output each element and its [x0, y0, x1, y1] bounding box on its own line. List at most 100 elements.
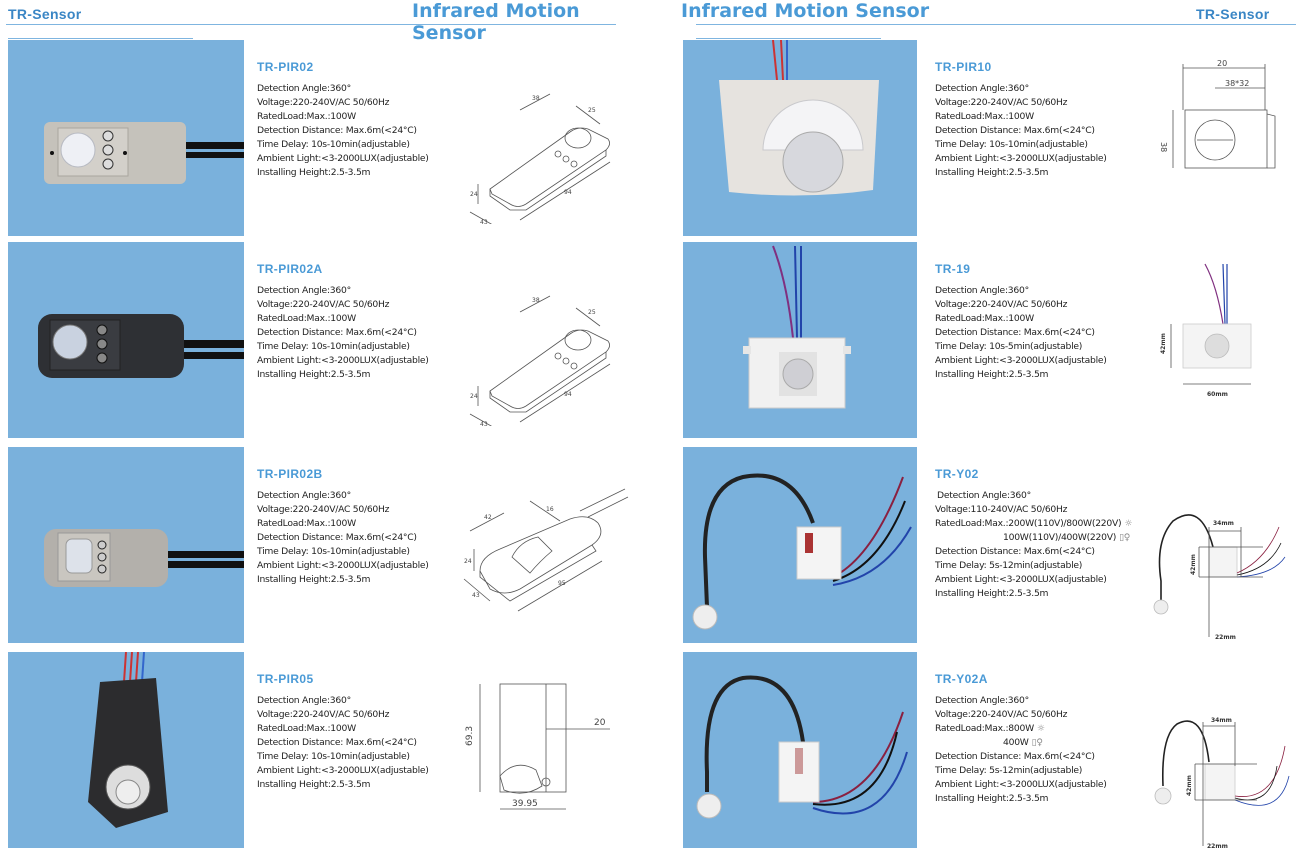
spec-line: Time Delay: 5s-12min(adjustable) [935, 560, 1083, 571]
dim-label: 38*32 [1225, 79, 1249, 88]
dim-label: 34mm [1211, 717, 1232, 724]
product-photo [8, 447, 244, 643]
rated-load-text: 100W(110V)/400W(220V) [1003, 532, 1117, 543]
spec-line: Detection Angle:360° [257, 695, 351, 706]
dim-label: 24 [470, 191, 478, 198]
spec-line: Installing Height:2.5-3.5m [935, 167, 1049, 178]
dim-label: 43 [472, 592, 480, 599]
dim-label: 24 [464, 558, 472, 565]
spec-line: Voltage:220-240V/AC 50/60Hz [935, 299, 1068, 310]
product-row: TR-19 Detection Angle:360° Voltage:220-2… [670, 242, 1310, 438]
spec-line: Ambient Light:<3-2000LUX(adjustable) [257, 355, 429, 366]
spec-line: Detection Angle:360° [935, 83, 1029, 94]
dim-label: 42 [484, 514, 492, 521]
left-page: TR-Sensor Infrared Motion Sensor TR-PIR0… [0, 0, 640, 857]
dimension-drawing: 38 25 24 43 94 [460, 256, 630, 432]
spec-line: Detection Angle:360° [257, 490, 351, 501]
product-photo [8, 40, 244, 236]
dim-label: 43 [480, 219, 488, 224]
spec-line: Detection Distance: Max.6m(<24°C) [257, 125, 417, 136]
dim-label: 38 [1159, 142, 1168, 152]
dim-label: 94 [564, 189, 572, 196]
spec-line: Time Delay: 5s-12min(adjustable) [935, 765, 1083, 776]
dim-label: 22mm [1207, 843, 1228, 850]
spec-line: 100W(110V)/400W(220V)▯♀ [935, 531, 1135, 545]
spec-line: Detection Angle:360° [935, 285, 1029, 296]
spec-line: RatedLoad:Max.:100W [935, 313, 1034, 324]
rated-load-text: 400W [1003, 737, 1029, 748]
spec-line: Installing Height:2.5-3.5m [257, 167, 371, 178]
product-photo [683, 447, 917, 643]
sensor-image-pir05 [88, 652, 168, 828]
spec-line: 400W▯♀ [935, 736, 1135, 750]
spec-line: Time Delay: 10s-10min(adjustable) [257, 341, 410, 352]
model-name: TR-PIR10 [935, 60, 992, 74]
product-info: TR-PIR02B Detection Angle:360° Voltage:2… [257, 467, 457, 587]
spec-line: RatedLoad:Max.:800W☼ [935, 722, 1135, 736]
model-name: TR-Y02A [935, 672, 988, 686]
fluorescent-bulb-icon: ▯♀ [1119, 533, 1131, 543]
spec-line: Installing Height:2.5-3.5m [935, 793, 1049, 804]
dimension-drawing: 69.3 20 39.95 [460, 666, 630, 836]
spec-line: RatedLoad:Max.:100W [257, 723, 356, 734]
spec-line: RatedLoad:Max.:100W [257, 111, 356, 122]
spec-line: Installing Height:2.5-3.5m [935, 588, 1049, 599]
product-info: TR-Y02A Detection Angle:360° Voltage:220… [935, 672, 1135, 806]
model-name: TR-PIR02B [257, 467, 323, 481]
dim-label: 42mm [1160, 333, 1167, 354]
spec-line: Detection Distance: Max.6m(<24°C) [935, 327, 1095, 338]
header-divider [6, 24, 616, 25]
page-title: Infrared Motion Sensor [412, 0, 580, 44]
product-row: TR-PIR02B Detection Angle:360° Voltage:2… [0, 447, 640, 643]
sensor-image-tr19 [743, 245, 851, 409]
product-row: TR-PIR02A Detection Angle:360° Voltage:2… [0, 242, 640, 438]
dim-label: 69.3 [465, 726, 475, 746]
product-photo [8, 652, 244, 848]
spec-line: Installing Height:2.5-3.5m [257, 779, 371, 790]
sensor-image-tr-y02 [692, 473, 912, 630]
spec-line: Voltage:220-240V/AC 50/60Hz [257, 299, 390, 310]
dimension-drawing: 42 16 24 43 95 [460, 461, 630, 631]
model-name: TR-PIR02 [257, 60, 314, 74]
spec-line: Detection Angle:360° [937, 490, 1031, 501]
spec-line: Time Delay: 10s-10min(adjustable) [257, 139, 410, 150]
header-subline [696, 38, 881, 39]
spec-line: Voltage:220-240V/AC 50/60Hz [257, 504, 390, 515]
right-page: Infrared Motion Sensor TR-Sensor TR-PIR1… [670, 0, 1310, 857]
incandescent-bulb-icon: ☼ [1124, 519, 1133, 529]
dim-label: 24 [470, 393, 478, 400]
spec-line: Voltage:220-240V/AC 50/60Hz [257, 709, 390, 720]
dim-label: 16 [546, 506, 554, 513]
header-divider [696, 24, 1296, 25]
spec-line: Detection Distance: Max.6m(<24°C) [935, 546, 1095, 557]
spec-line: Detection Angle:360° [257, 83, 351, 94]
spec-line: Detection Distance: Max.6m(<24°C) [935, 125, 1095, 136]
product-info: TR-PIR02 Detection Angle:360° Voltage:22… [257, 60, 457, 180]
spec-line: Detection Distance: Max.6m(<24°C) [257, 327, 417, 338]
dim-label: 25 [588, 107, 596, 114]
spec-line: Installing Height:2.5-3.5m [935, 369, 1049, 380]
product-row: TR-PIR10 Detection Angle:360° Voltage:22… [670, 40, 1310, 236]
model-name: TR-PIR05 [257, 672, 314, 686]
spec-line: Ambient Light:<3-2000LUX(adjustable) [935, 574, 1107, 585]
spec-line: RatedLoad:Max.:100W [935, 111, 1034, 122]
spec-line: Time Delay: 10s-10min(adjustable) [257, 751, 410, 762]
sensor-image-pir02b [44, 529, 244, 587]
rated-load-text: RatedLoad:Max.:200W(110V)/800W(220V) [935, 518, 1122, 529]
spec-line: Detection Distance: Max.6m(<24°C) [257, 737, 417, 748]
spec-line: Time Delay: 10s-10min(adjustable) [257, 546, 410, 557]
spec-line: Detection Angle:360° [935, 695, 1029, 706]
spec-line: RatedLoad:Max.:100W [257, 518, 356, 529]
dim-label: 95 [558, 580, 566, 587]
product-photo [683, 40, 917, 236]
fluorescent-bulb-icon: ▯♀ [1031, 738, 1043, 748]
dim-label: 22mm [1215, 634, 1236, 641]
spec-line: Ambient Light:<3-2000LUX(adjustable) [935, 779, 1107, 790]
product-info: TR-19 Detection Angle:360° Voltage:220-2… [935, 262, 1135, 382]
spec-line: Voltage:220-240V/AC 50/60Hz [935, 709, 1068, 720]
product-photo [8, 242, 244, 438]
dim-label: 39.95 [512, 799, 538, 809]
dimension-drawing: 38 25 24 43 94 [460, 54, 630, 230]
dim-label: 60mm [1207, 391, 1228, 398]
spec-line: Time Delay: 10s-10min(adjustable) [935, 139, 1088, 150]
